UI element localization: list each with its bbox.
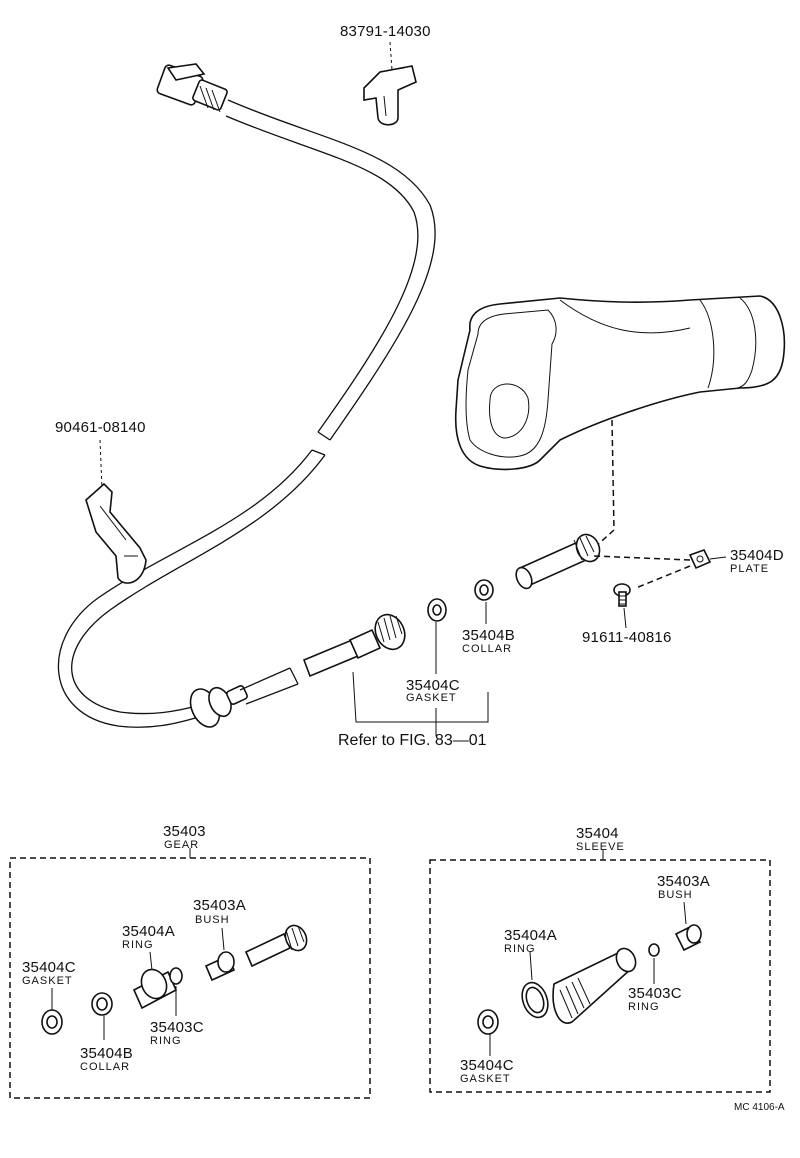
plate-35404D [593,549,727,589]
label-gear-ring-c: RING [150,1035,182,1047]
driven-gear-sleeve [515,533,601,590]
meter-end-connector [156,63,228,113]
speedometer-cable [57,63,436,728]
label-gear-ring-a: RING [122,939,154,951]
label-collar-main: COLLAR [462,643,512,655]
label-gear-35404C: 35404C [22,959,76,976]
label-35404C-main: 35404C [406,677,460,694]
label-gear-35403A: 35403A [193,897,246,914]
label-sleeve-35403C: 35403C [628,985,682,1002]
label-sleeve-35404A: 35404A [504,927,557,944]
label-gear-35404A: 35404A [122,923,175,940]
label-gasket-main: GASKET [406,692,457,704]
label-35404B-main: 35404B [462,627,515,644]
reference-leaders [352,671,489,736]
label-sleeve-35403A: 35403A [657,873,710,890]
gear-group-box [9,848,371,1099]
clamp-83791-14030 [363,41,417,126]
collar-35404B-main [474,579,494,624]
label-sleeve-gasket: GASKET [460,1073,511,1085]
label-sleeve-35404C: 35404C [460,1057,514,1074]
label-gear-collar: COLLAR [80,1061,130,1073]
label-sleeve-ring-c: RING [628,1001,660,1013]
label-gear-gasket: GASKET [22,975,73,987]
label-gear-group-name: GEAR [164,839,199,851]
label-sleeve-group-name: SLEEVE [576,841,625,853]
label-35404D: 35404D [730,547,784,564]
label-gear-35403C: 35403C [150,1019,204,1036]
label-plate: PLATE [730,563,769,575]
label-90461-08140: 90461-08140 [55,419,146,436]
cable-grommet [189,685,248,728]
label-91611-40816: 91611-40816 [582,629,672,646]
label-gear-35404B: 35404B [80,1045,133,1062]
label-gear-group-no: 35403 [163,823,206,840]
sleeve-group-box [429,850,771,1093]
bolt-91611-40816 [613,583,631,629]
driven-gear [374,613,406,651]
clamp-90461-08140 [85,439,147,584]
footer-code: MC 4106-A [734,1102,785,1113]
label-sleeve-bush: BUSH [658,889,693,901]
label-gear-bush: BUSH [195,914,230,926]
label-sleeve-group-no: 35404 [576,825,619,842]
gasket-35404C-main [427,598,447,674]
transmission-extension-housing [454,295,786,549]
label-sleeve-ring-a: RING [504,943,536,955]
label-83791-14030: 83791-14030 [340,23,431,40]
reference-note: Refer to FIG. 83—01 [338,732,487,749]
labels: 83791-14030 90461-08140 35404D PLATE 916… [22,23,785,1113]
